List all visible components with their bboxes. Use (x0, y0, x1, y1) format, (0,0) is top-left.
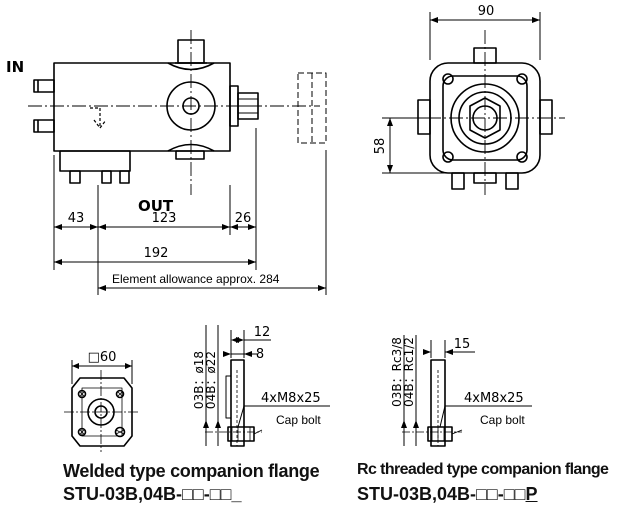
bore-03b-label: 03B：ø18 (192, 351, 206, 409)
thread-04b-label: 04B：Rc1/2 (402, 337, 416, 407)
dim-12: 12 (254, 325, 271, 340)
element-allowance-label: Element allowance approx. 284 (112, 272, 280, 286)
flange-outline (71, 377, 133, 447)
flange-square-dim (71, 360, 133, 384)
dim-26: 26 (235, 211, 252, 226)
flange-face-centerlines (64, 370, 140, 452)
dim-123: 123 (152, 211, 177, 226)
dim-8: 8 (256, 347, 264, 362)
outlet-label: OUT (138, 197, 174, 215)
dim-192: 192 (144, 246, 169, 261)
cap-bolt-label-1: Cap bolt (276, 413, 321, 427)
main-dimension-lines (53, 12, 541, 295)
welded-dimension-lines (205, 325, 330, 446)
threaded-flange-model: STU-03B,04B-□□-□□P (357, 484, 538, 505)
bolt-spec-1: 4xM8x25 (261, 391, 321, 406)
dim-square-60: □60 (88, 350, 117, 365)
welded-model-suffix: _ (231, 484, 242, 504)
bore-04b-label: 04B：ø22 (204, 351, 218, 409)
element-allowance-ghost (297, 72, 327, 144)
dim-90: 90 (478, 4, 495, 19)
threaded-flange-title: Rc threaded type companion flange (357, 461, 609, 478)
dim-58: 58 (373, 138, 388, 155)
bottom-boss-right (175, 150, 205, 160)
thread-03b-label: 03B：Rc3/8 (390, 337, 404, 407)
inlet-label: IN (6, 58, 24, 76)
dim-15: 15 (454, 337, 471, 352)
flow-arrow (90, 107, 107, 129)
front-view (33, 39, 259, 184)
welded-flange-side (205, 359, 263, 447)
bottom-boss (59, 150, 131, 172)
front-body (53, 62, 231, 152)
bolt-spec-2: 4xM8x25 (464, 391, 524, 406)
front-centerlines (28, 30, 320, 195)
welded-model-prefix: STU-03B,04B-□□-□□ (63, 484, 232, 504)
dim-43: 43 (68, 211, 85, 226)
side-centerlines (405, 30, 565, 195)
threaded-flange-side (402, 359, 463, 447)
welded-flange-title: Welded type companion flange (63, 461, 320, 481)
threaded-model-suffix: P (525, 484, 538, 504)
threaded-model-prefix: STU-03B,04B-□□-□□ (357, 484, 526, 504)
main-dimension-arrows (54, 17, 540, 291)
welded-flange-model: STU-03B,04B-□□-□□_ (63, 484, 242, 505)
cap-bolt-label-2: Cap bolt (480, 413, 525, 427)
